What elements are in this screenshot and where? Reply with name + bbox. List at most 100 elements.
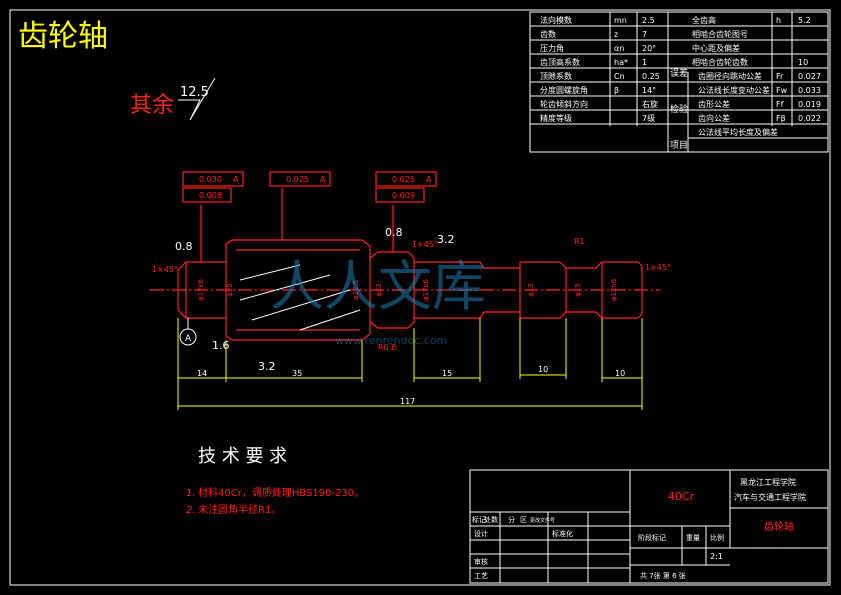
dimension-value: 14	[197, 369, 207, 378]
surface-mark-value: 3.2	[258, 360, 276, 373]
title-block-part-name: 齿轮轴	[764, 520, 794, 533]
param-value: 7	[642, 30, 647, 39]
surface-mark-value: 0.8	[385, 226, 403, 239]
param-name: 压力角	[540, 43, 564, 53]
tolerance-value: 0.008	[199, 191, 222, 200]
param-name: 精度等级	[540, 113, 572, 123]
param-right-symbol: Fw	[776, 86, 788, 95]
dimension-lines	[177, 318, 643, 410]
param-symbol: β	[614, 86, 619, 95]
radius-r0-label: R0.8	[378, 343, 396, 352]
param-name: 法向模数	[540, 15, 572, 25]
param-group-2: 检验	[670, 103, 688, 115]
diameter-label: φ20	[226, 283, 234, 297]
diameter-label: φ13	[527, 283, 535, 297]
watermark-text: 人人文库	[270, 255, 486, 318]
param-right-name: 齿向公差	[698, 113, 730, 123]
tb-label-stage: 阶段标记	[638, 533, 666, 542]
param-symbol: z	[614, 30, 618, 39]
watermark-url: www.renrendoc.com	[335, 334, 447, 347]
tolerance-datum: A	[320, 175, 326, 184]
param-right-value: 0.022	[798, 114, 821, 123]
roughness-symbol	[178, 77, 216, 121]
tb-label-change: 更改文件号	[530, 517, 555, 524]
tolerance-frame	[269, 171, 331, 187]
tolerance-value: 0.025	[286, 175, 309, 184]
radius-r1-label: R1	[574, 237, 585, 246]
tb-label-weight: 重量	[686, 534, 700, 542]
tb-label-scale: 比例	[710, 533, 724, 542]
param-right-value: 0.033	[798, 86, 821, 95]
param-right-value: 0.027	[798, 72, 821, 81]
tb-label-zone: 区	[520, 516, 527, 524]
param-right-name: 全齿高	[692, 15, 716, 25]
dimension-value: 10	[538, 365, 548, 374]
tb-label-process: 工艺	[474, 572, 488, 580]
datum-label: A	[185, 334, 192, 344]
param-right-name: 齿形公差	[698, 99, 730, 109]
param-group-1: 误差	[670, 67, 688, 79]
tolerance-datum: A	[426, 175, 432, 184]
param-value: 0.25	[642, 72, 660, 81]
title-block-scale: 2:1	[710, 552, 723, 561]
param-value: 14°	[642, 86, 656, 95]
param-right-symbol: Ff	[776, 100, 784, 109]
tech-heading: 技 术 要 求	[198, 446, 287, 467]
param-name: 齿数	[540, 29, 556, 39]
param-right-name: 相啮合齿轮图号	[692, 29, 748, 39]
param-right-symbol: Fr	[776, 72, 784, 81]
tb-label-count: 处数	[484, 515, 498, 524]
tolerance-frame	[182, 171, 244, 187]
param-right-name: 中心距及偏差	[692, 43, 740, 53]
chamfer-left-label: 1×45°	[152, 265, 178, 274]
tolerance-value: 0.025	[392, 175, 415, 184]
param-group-3: 项目	[670, 140, 688, 151]
tolerance-frame	[375, 187, 425, 203]
param-symbol: mn	[614, 16, 627, 25]
surface-marks: 0.81.63.20.83.2	[175, 226, 455, 373]
param-value: 20°	[642, 44, 656, 53]
param-right-name: 公法线长度变动公差	[698, 85, 770, 95]
surface-mark-value: 1.6	[212, 339, 230, 352]
title-block-material: 40Cr	[668, 490, 695, 503]
tb-label-mark: 标记	[472, 515, 486, 524]
surface-mark-value: 0.8	[175, 240, 193, 253]
tb-label-review: 审核	[474, 557, 488, 566]
chamfer-right-label: 1×45°	[645, 263, 671, 272]
tech-item-1-text: 材料40Cr，调质处理HBS190-230。	[198, 486, 364, 499]
diameter-label: φ15	[574, 283, 582, 297]
param-right-symbol: h	[776, 16, 781, 25]
param-name: 齿顶高系数	[540, 57, 580, 67]
param-name: 轮齿倾斜方向	[540, 99, 588, 109]
param-right-name: 相啮合齿轮齿数	[692, 57, 748, 67]
tb-label-div: 分	[508, 515, 515, 524]
diameter-label: φ22.5	[352, 280, 360, 300]
dimension-value: 117	[400, 397, 415, 406]
param-right-symbol: Fβ	[776, 114, 786, 123]
dimension-value: 15	[442, 369, 452, 378]
tb-label-design: 设计	[474, 529, 488, 538]
diameter-label: φ17k6	[197, 278, 205, 301]
chamfer-mid-label: 1×45°	[412, 240, 438, 249]
param-right-name: 齿圈径向跳动公差	[698, 71, 762, 81]
tech-item-2-text: 未注圆角半径R1。	[198, 503, 281, 516]
roughness-label: 其余	[130, 93, 174, 118]
tb-label-standard: 标准化	[552, 529, 573, 538]
shaft-part	[150, 239, 660, 341]
param-value: 右旋	[642, 99, 658, 109]
param-symbol: Cn	[614, 72, 625, 81]
dimension-value: 10	[615, 369, 625, 378]
drawing-frame	[9, 9, 831, 586]
tolerance-frame	[182, 187, 232, 203]
drawing-title: 齿轮轴	[18, 19, 108, 54]
param-value: 2.5	[642, 16, 655, 25]
title-block-school-1: 黑龙江工程学院	[740, 477, 796, 487]
param-value: 1	[642, 58, 647, 67]
param-symbol: αn	[614, 44, 624, 53]
title-block: 40Cr 黑龙江工程学院 汽车与交通工程学院 齿轮轴 标记 处数 分 区 更改文…	[469, 469, 829, 584]
tech-item-2-num: 2.	[186, 505, 196, 516]
param-right-value: 5.2	[798, 16, 811, 25]
